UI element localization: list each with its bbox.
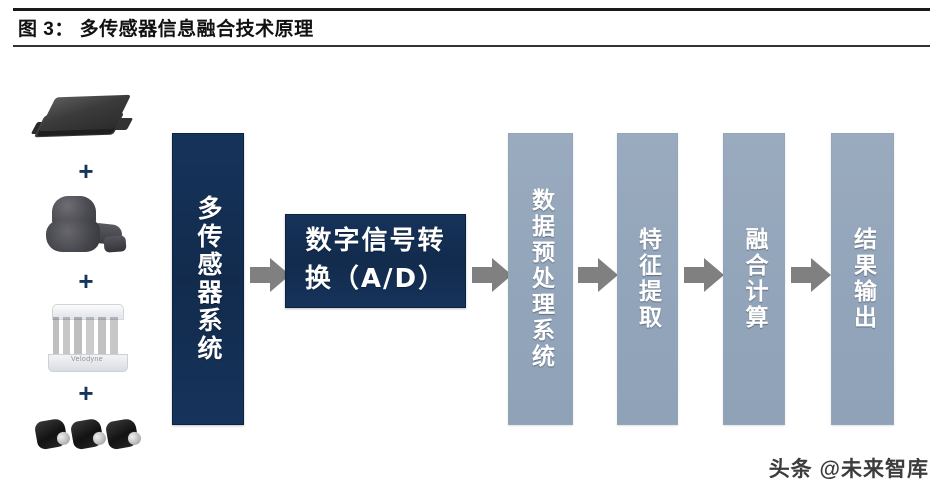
arrow-4-icon [684, 258, 724, 292]
block-feature-extraction[interactable]: 特征提取 [617, 133, 678, 425]
block-ad-conversion-label-line1: 数字信号转 [305, 226, 446, 257]
block-fusion-computation-label: 融合计算 [741, 227, 767, 331]
sensor-radar-chip [22, 88, 150, 150]
lidar-icon: Velodyne [22, 298, 150, 378]
figure-title: 图 3： 多传感器信息融合技术原理 [18, 19, 314, 40]
block-multi-sensor-system[interactable]: 多传感器系统 [172, 133, 244, 425]
arrow-1-icon [250, 258, 290, 292]
block-feature-extraction-label: 特征提取 [634, 227, 661, 331]
sensor-input-column: + + Velodyne + [22, 80, 150, 480]
block-ad-conversion-label-line2: 换（A/D） [304, 264, 447, 294]
sensor-camera [22, 192, 150, 262]
arrow-2-icon [472, 258, 512, 292]
lidar-brand-label: Velodyne [70, 356, 103, 363]
plus-sign-1: + [78, 156, 94, 186]
block-data-preprocessing[interactable]: 数据预处理系统 [508, 133, 573, 425]
block-result-output-label: 结果输出 [849, 227, 876, 331]
block-data-preprocessing-label: 数据预处理系统 [527, 188, 554, 370]
camera-icon [22, 192, 150, 262]
ultrasonic-trio-icon [22, 412, 150, 462]
plus-sign-2: + [78, 266, 94, 296]
sensor-lidar: Velodyne [22, 298, 150, 378]
block-result-output[interactable]: 结果输出 [831, 133, 894, 425]
block-fusion-computation[interactable]: 融合计算 [723, 133, 785, 425]
watermark: 头条 @未来智库 [768, 458, 929, 481]
arrow-5-icon [791, 258, 831, 292]
arrow-3-icon [578, 258, 618, 292]
block-multi-sensor-system-label: 多传感器系统 [194, 195, 223, 363]
block-ad-conversion[interactable]: 数字信号转 换（A/D） [285, 214, 466, 308]
title-rule-bottom [13, 45, 930, 47]
flat-sensor-chip-icon [22, 88, 150, 150]
title-rule-top [13, 8, 930, 11]
plus-sign-3: + [78, 378, 94, 408]
sensor-ultrasonic [22, 412, 150, 462]
